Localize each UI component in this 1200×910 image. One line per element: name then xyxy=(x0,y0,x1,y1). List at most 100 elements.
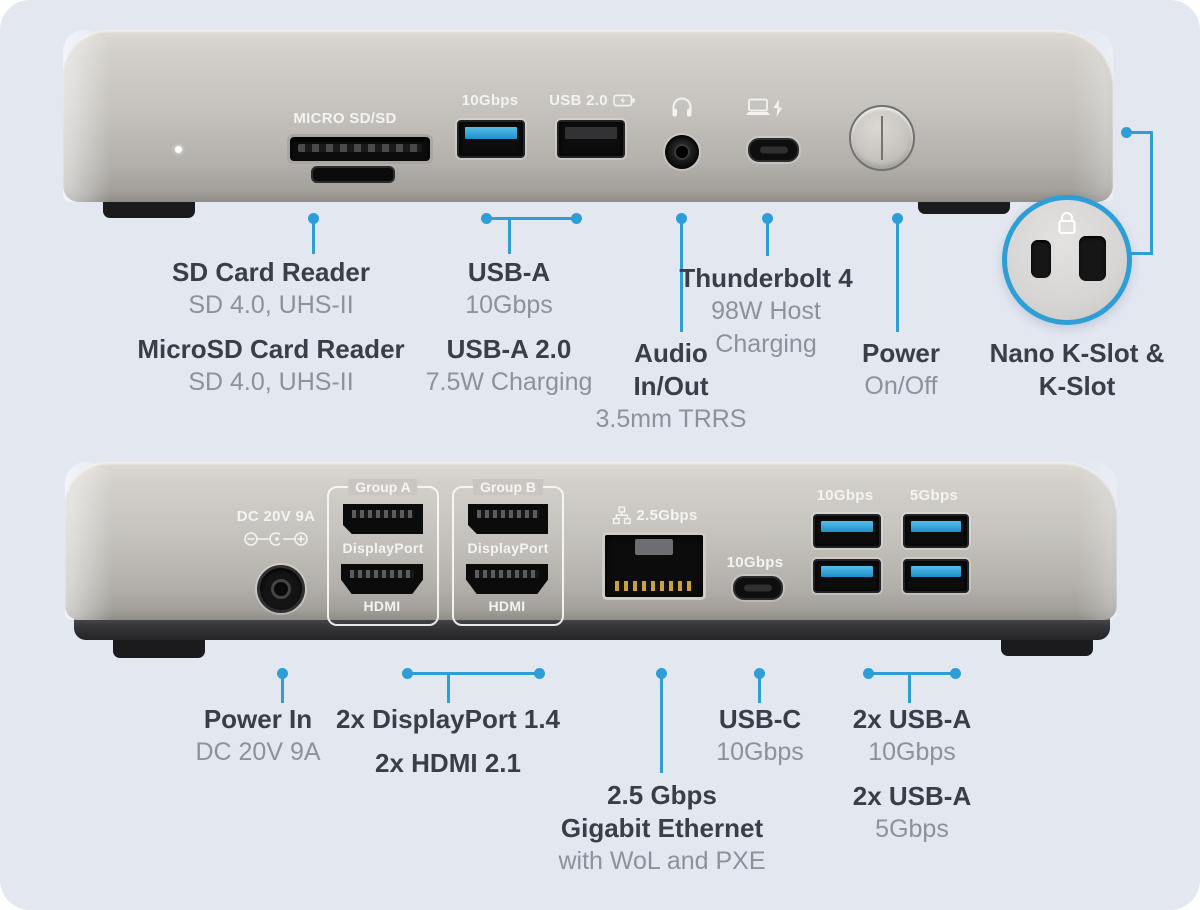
callout-title: MicroSD Card Reader xyxy=(137,334,405,364)
callout-title: USB-A 2.0 xyxy=(446,334,572,364)
hdmi-pins xyxy=(475,570,539,578)
usbc-slot xyxy=(744,584,772,592)
usb-a-5g-back-marking: 5Gbps xyxy=(909,487,959,504)
group-a-label: Group A xyxy=(348,479,418,495)
leader-line-power xyxy=(896,218,899,332)
usb-tongue xyxy=(821,566,873,577)
dp-pins xyxy=(477,510,539,518)
back-usb-a-5g-port-2 xyxy=(903,559,969,593)
usb-c-marking: 10Gbps xyxy=(726,554,784,571)
callout-sub: SD 4.0, UHS-II xyxy=(188,291,354,319)
ethernet-marking: 2.5Gbps xyxy=(612,506,697,525)
callout-title: 2.5 Gbps xyxy=(607,780,717,810)
callout-power: Power On/Off xyxy=(862,337,940,403)
callout-video: 2x DisplayPort 1.4 2x HDMI 2.1 xyxy=(336,703,560,780)
leader-line-audio xyxy=(680,218,683,332)
audio-jack-port xyxy=(665,135,699,169)
battery-icon xyxy=(612,94,635,107)
leader-line-thunderbolt xyxy=(766,218,769,256)
headphones-icon xyxy=(672,97,692,117)
leader-elbow-top xyxy=(1127,131,1153,134)
leader-elbow-side xyxy=(1150,131,1153,255)
callout-sub: Charging xyxy=(715,330,817,358)
callout-title: In/Out xyxy=(633,371,709,401)
callout-title: 2x HDMI 2.1 xyxy=(375,748,521,778)
callout-audio: Audio In/Out 3.5mm TRRS xyxy=(596,337,747,436)
callout-sub: On/Off xyxy=(864,372,938,400)
callout-title: SD Card Reader xyxy=(172,257,370,287)
back-usb-c-port xyxy=(733,576,783,600)
usbc-slot xyxy=(759,146,788,154)
back-usb-a-5g-port-1 xyxy=(903,514,969,548)
group-b-frame: Group B xyxy=(452,479,564,626)
callout-title: USB-C xyxy=(718,704,802,734)
callout-sub: with WoL and PXE xyxy=(558,847,766,875)
hdmi-b-port xyxy=(466,564,548,594)
leader-dot-usba-right xyxy=(950,668,961,679)
callout-title: Audio xyxy=(634,338,708,368)
callout-title: Thunderbolt 4 xyxy=(679,263,853,293)
leader-bridge-usb xyxy=(487,217,577,220)
leader-line-power-in xyxy=(281,673,284,703)
callout-kslot: Nano K-Slot & K-Slot xyxy=(990,337,1165,403)
callout-sub: 7.5W Charging xyxy=(425,368,593,396)
callout-sub: SD 4.0, UHS-II xyxy=(188,368,354,396)
usb-a-10g-back-marking: 10Gbps xyxy=(816,487,874,504)
leader-bridge-usba xyxy=(869,672,955,675)
callout-title: Nano K-Slot & xyxy=(989,338,1165,368)
callout-sub: 98W Host xyxy=(711,297,821,325)
dc-marking: DC 20V 9A xyxy=(236,508,316,525)
leader-dot-kslot xyxy=(1121,127,1132,138)
ethernet-speed-label: 2.5Gbps xyxy=(636,507,698,524)
leader-line-video xyxy=(447,673,450,703)
callout-title: K-Slot xyxy=(1038,371,1116,401)
displayport-b-marking: DisplayPort xyxy=(467,540,549,556)
ethernet-pins xyxy=(615,581,693,591)
usb-a-20-marking: USB 2.0 xyxy=(549,92,635,109)
front-usb-a-10g-port xyxy=(457,120,525,158)
callout-title: 2x DisplayPort 1.4 xyxy=(336,704,560,734)
callout-title: Power In xyxy=(203,704,313,734)
microsd-card-slot xyxy=(311,166,395,183)
nano-k-slot xyxy=(1031,240,1051,278)
callout-title: Power xyxy=(861,338,941,368)
usb-a-10g-marking: 10Gbps xyxy=(461,92,519,109)
callout-usb-a-back: 2x USB-A 10Gbps 2x USB-A 5Gbps xyxy=(853,703,971,846)
group-a-frame: Group A xyxy=(327,479,439,626)
thunderbolt4-port xyxy=(748,138,799,162)
callout-usb-c: USB-C 10Gbps xyxy=(716,703,804,769)
leader-dot-usba-left xyxy=(863,668,874,679)
status-led xyxy=(175,146,182,153)
hdmi-pins xyxy=(350,570,414,578)
leader-line-sd xyxy=(312,218,315,254)
back-usb-a-10g-port-2 xyxy=(813,559,881,593)
callout-sub: 5Gbps xyxy=(875,815,949,843)
ethernet-latch xyxy=(635,539,673,555)
group-b-label: Group B xyxy=(473,479,543,495)
callout-sub: 10Gbps xyxy=(465,291,553,319)
leader-elbow-bottom xyxy=(1126,252,1153,255)
k-slot xyxy=(1079,236,1106,281)
callout-title: 2x USB-A xyxy=(852,781,972,811)
hdmi-a-marking: HDMI xyxy=(363,598,401,614)
dock-front-view xyxy=(63,30,1113,202)
front-usb-a-20-port xyxy=(557,120,625,158)
callout-sub: 10Gbps xyxy=(868,738,956,766)
callout-sub: 10Gbps xyxy=(716,738,804,766)
displayport-a-marking: DisplayPort xyxy=(342,540,424,556)
usb-tongue xyxy=(465,127,517,139)
card-reader-marking: MICRO SD/SD xyxy=(293,110,397,127)
callout-sub: DC 20V 9A xyxy=(195,738,321,766)
usb-tongue xyxy=(565,127,617,139)
power-button xyxy=(849,105,915,171)
back-usb-a-10g-port-1 xyxy=(813,514,881,548)
dc-polarity-icon xyxy=(244,532,308,546)
usb-tongue xyxy=(821,521,873,532)
laptop-bolt-icon xyxy=(746,98,783,117)
sd-card-edge xyxy=(298,144,422,152)
leader-dot-usb-left xyxy=(481,213,492,224)
callout-sub: 3.5mm TRRS xyxy=(595,405,747,433)
lock-icon xyxy=(1058,212,1076,234)
callout-power-in: Power In DC 20V 9A xyxy=(195,703,320,769)
